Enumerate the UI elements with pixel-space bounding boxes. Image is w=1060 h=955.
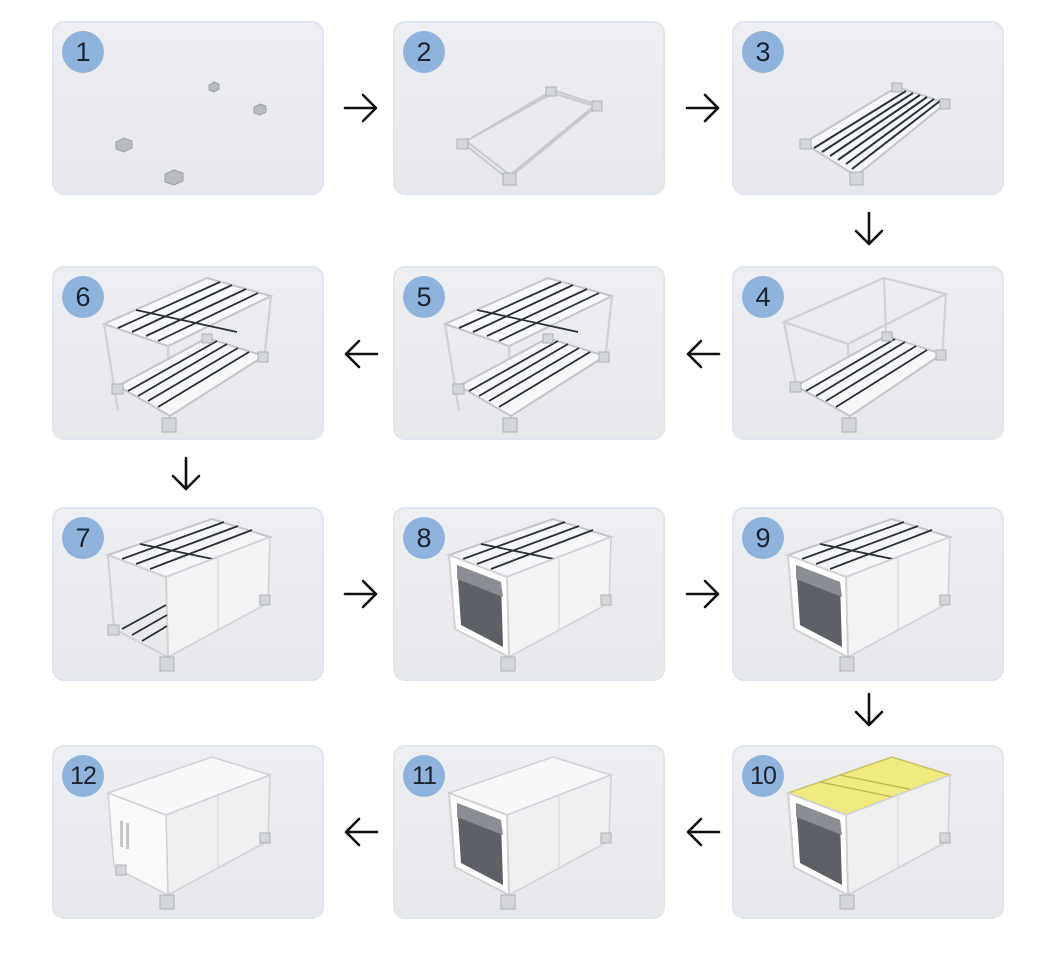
step-card-1: 1 xyxy=(52,21,324,195)
arrow-right-icon xyxy=(343,93,378,123)
arrow-right-icon xyxy=(343,579,378,609)
roof-panel-installation-illustration xyxy=(785,756,953,910)
step-card-5: 5 xyxy=(393,266,665,440)
step-badge-6: 6 xyxy=(62,276,104,318)
step-badge-3: 3 xyxy=(742,31,784,73)
arrow-right-icon xyxy=(685,93,720,123)
step-card-4: 4 xyxy=(732,266,1004,440)
step-badge-4: 4 xyxy=(742,276,784,318)
frame-with-roof-joists-illustration xyxy=(101,276,274,433)
step-card-7: 7 xyxy=(52,507,324,681)
step-badge-2: 2 xyxy=(403,31,445,73)
arrow-right-icon xyxy=(685,579,720,609)
step-card-2: 2 xyxy=(393,21,665,195)
arrow-left-icon xyxy=(686,339,721,369)
step-card-12: 12 xyxy=(52,745,324,919)
step-badge-12: 12 xyxy=(62,755,104,797)
arrow-down-icon xyxy=(854,692,884,727)
frame-with-columns-illustration xyxy=(780,276,950,433)
step-card-3: 3 xyxy=(732,21,1004,195)
arrow-left-icon xyxy=(344,817,379,847)
arrow-left-icon xyxy=(686,817,721,847)
walls-and-roof-joists-illustration xyxy=(785,517,954,672)
base-frame-with-joists-illustration xyxy=(799,82,951,186)
base-frame-outline-illustration xyxy=(456,86,603,186)
arrow-down-icon xyxy=(171,456,201,491)
arrow-down-icon xyxy=(854,211,884,246)
frame-with-roof-joists-illustration xyxy=(442,276,615,433)
step-card-10: 10 xyxy=(732,745,1004,919)
step-badge-9: 9 xyxy=(742,517,784,559)
step-card-11: 11 xyxy=(393,745,665,919)
step-card-6: 6 xyxy=(52,266,324,440)
step-badge-1: 1 xyxy=(62,31,104,73)
walls-and-floor-illustration xyxy=(446,517,615,672)
step-card-9: 9 xyxy=(732,507,1004,681)
finished-module-with-door-illustration xyxy=(105,756,273,910)
step-badge-11: 11 xyxy=(403,755,445,797)
step-badge-5: 5 xyxy=(403,276,445,318)
closed-roof-module-illustration xyxy=(446,756,614,910)
frame-with-wall-panel-illustration xyxy=(105,517,274,672)
step-card-8: 8 xyxy=(393,507,665,681)
step-badge-10: 10 xyxy=(742,755,784,797)
step-badge-7: 7 xyxy=(62,517,104,559)
foundation-blocks-illustration xyxy=(115,81,267,186)
step-badge-8: 8 xyxy=(403,517,445,559)
arrow-left-icon xyxy=(344,339,379,369)
